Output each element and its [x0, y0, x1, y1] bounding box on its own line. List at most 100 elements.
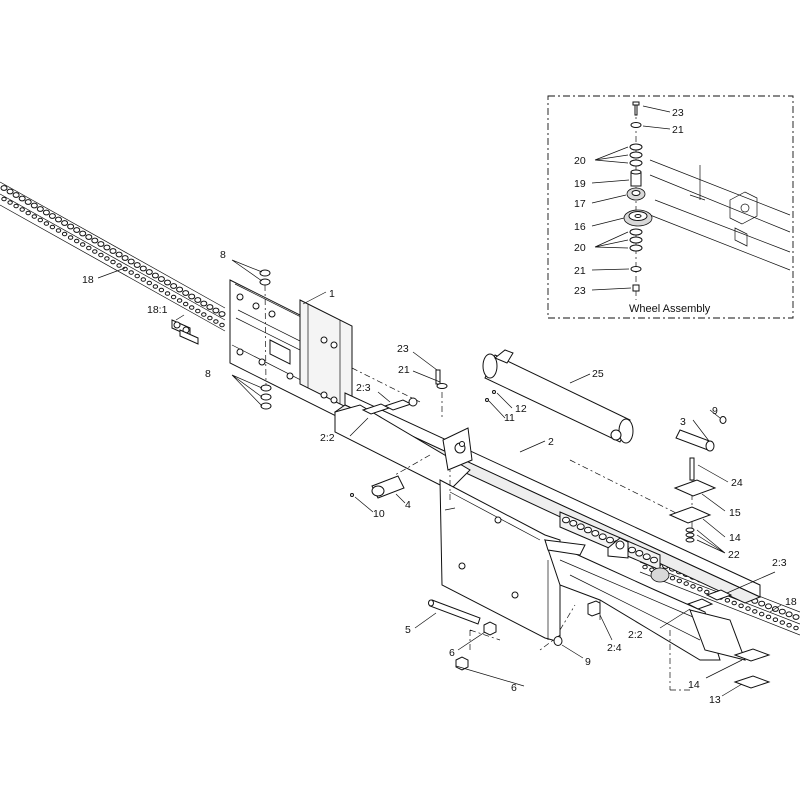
callout-2-2-left: 2:2: [320, 432, 335, 444]
callout-20-inset-top: 20: [574, 155, 586, 167]
callout-19-inset: 19: [574, 178, 586, 190]
chain-roller: [104, 256, 110, 261]
chain-roller: [164, 279, 171, 286]
chain-roller: [13, 203, 19, 209]
chain-roller: [145, 269, 153, 275]
chain-roller: [79, 230, 87, 237]
chain-roller: [650, 556, 658, 564]
chain-roller: [786, 622, 792, 628]
callout-2: 2: [548, 436, 554, 448]
callout-23: 23: [397, 343, 409, 355]
slide-plate-assembly: [229, 279, 421, 424]
hydraulic-cylinder: [408, 349, 634, 444]
plate-14-upper: [668, 506, 712, 524]
chain-roller: [24, 199, 32, 205]
pin-3: [675, 416, 727, 452]
chain-roller: [61, 231, 68, 237]
chain-roller: [683, 581, 689, 586]
chain-roller: [37, 217, 43, 223]
chain-roller: [146, 280, 153, 286]
chain-roller: [182, 290, 190, 296]
chain-roller: [61, 220, 69, 226]
chain-roller: [785, 611, 793, 618]
o-ring-9: [553, 636, 563, 646]
callout-23-inset-bottom: 23: [574, 285, 586, 297]
chain-roller: [793, 625, 799, 631]
chain-roller: [85, 234, 93, 240]
chain-roller: [188, 293, 196, 300]
chain-roller: [704, 589, 710, 595]
nut-11: [485, 398, 489, 402]
chain-roller: [103, 244, 111, 251]
callout-6-top: 6: [449, 647, 455, 659]
chain-roller: [7, 200, 13, 205]
chain-roller: [67, 223, 75, 230]
chain-roller: [98, 252, 104, 258]
plate-15: [673, 479, 717, 497]
chain-roller: [55, 228, 62, 233]
callouts: 8 8 18 18:1 1 23 21 2:3 2:2 11 12 25 2 3…: [82, 249, 797, 706]
callout-9-top: 9: [712, 405, 718, 417]
chain-roller: [73, 227, 81, 233]
chain-roller: [606, 536, 614, 544]
chain-roller: [598, 533, 607, 541]
callout-5: 5: [405, 624, 411, 636]
callout-4: 4: [405, 499, 411, 511]
callout-14-top: 14: [729, 532, 741, 544]
callout-2-2-right: 2:2: [628, 629, 643, 641]
chain-roller: [669, 575, 676, 581]
chain-roller: [48, 213, 56, 219]
chain-roller: [91, 237, 99, 244]
callout-25: 25: [592, 368, 604, 380]
chain-roller: [97, 241, 105, 247]
pin-5: [428, 599, 481, 625]
chain-roller: [134, 273, 140, 279]
springs-22: [685, 527, 695, 543]
chain-roller: [121, 255, 129, 261]
leader-lines: [97, 259, 782, 697]
chain-roller: [778, 608, 786, 615]
washers-8: [259, 269, 272, 410]
chain-roller: [92, 249, 98, 254]
chain-roller: [569, 520, 578, 527]
callout-18-right: 18: [785, 596, 797, 608]
callout-20-inset-bottom: 20: [574, 242, 586, 254]
callout-12: 12: [515, 403, 527, 415]
chain-roller: [31, 214, 37, 219]
chain-roller: [642, 564, 648, 570]
chain-roller: [170, 294, 177, 300]
callout-23-inset-top: 23: [672, 107, 684, 119]
chain-roller: [759, 611, 765, 617]
chain-roller: [157, 276, 165, 282]
chain-roller: [628, 546, 636, 554]
chain-roller: [792, 614, 800, 620]
chain-roller: [195, 308, 201, 314]
chain-roller: [36, 206, 44, 212]
chain-roller: [697, 586, 703, 592]
chain-roller: [164, 291, 171, 296]
nuts-6: [455, 621, 497, 671]
chain-roller: [765, 614, 772, 620]
callout-11: 11: [504, 412, 515, 424]
chain-roller: [562, 516, 570, 524]
chain-roller: [158, 287, 165, 293]
chain-roller: [779, 620, 785, 625]
chain-roller: [1, 196, 7, 202]
chain-roller: [772, 617, 779, 623]
chain-roller: [194, 297, 202, 303]
callout-9-bottom: 9: [585, 656, 591, 668]
callout-2-3-left: 2:3: [356, 382, 371, 394]
callout-1: 1: [329, 288, 335, 300]
chain-roller: [690, 584, 696, 589]
decals: [361, 399, 733, 617]
callout-13: 13: [709, 694, 721, 706]
chain-roller: [30, 202, 38, 209]
chain-roller: [19, 207, 25, 212]
roller-chain-left: [0, 181, 226, 332]
callout-15: 15: [729, 507, 741, 519]
chain-roller: [207, 315, 213, 321]
chain-roller: [122, 266, 128, 272]
chain-roller: [584, 526, 592, 534]
chain-roller: [752, 609, 758, 614]
chain-roller: [765, 603, 772, 610]
